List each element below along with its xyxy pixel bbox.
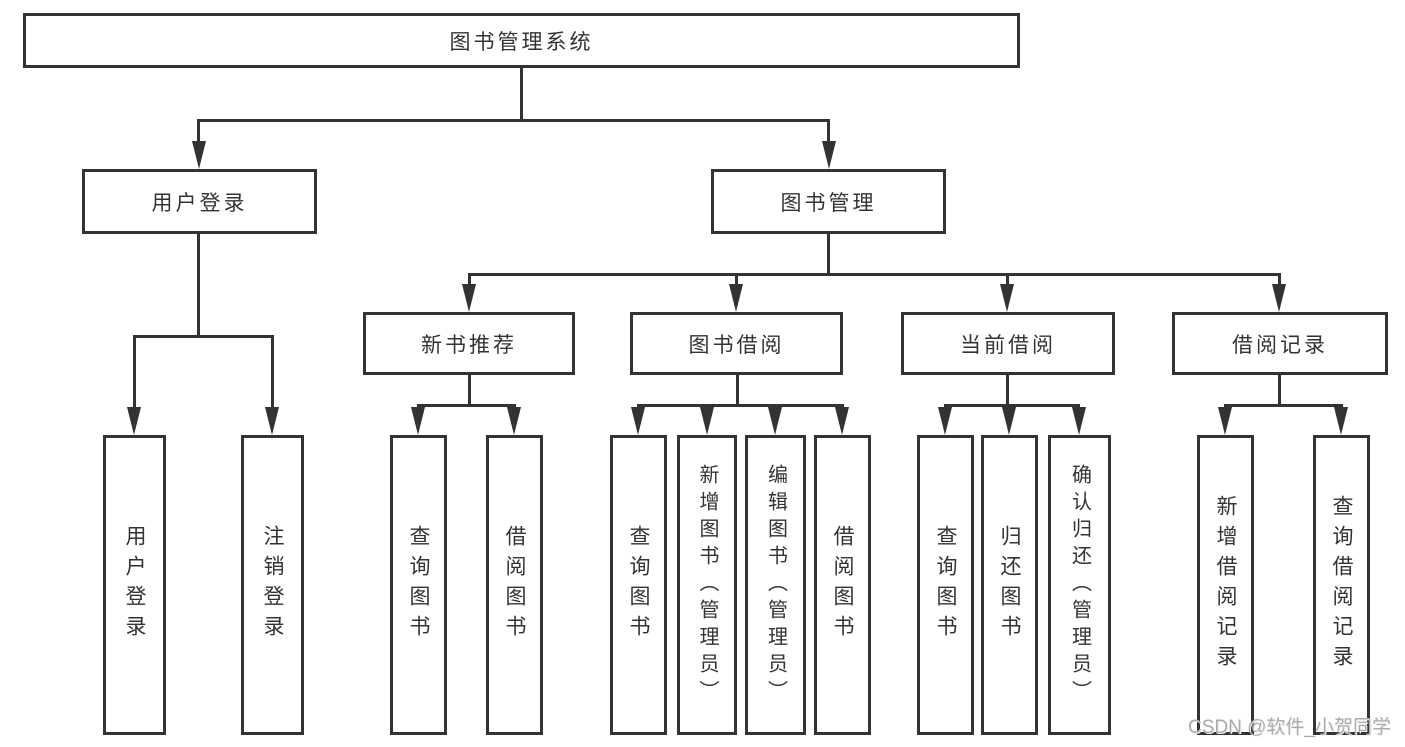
connector-book-mgmt-stub bbox=[827, 234, 830, 275]
leaf-user-login-label: 用户登录 bbox=[123, 525, 146, 645]
leaf-borrow-book-recommend-label: 借阅图书 bbox=[503, 525, 526, 645]
leaf-confirm-return-admin: 确认归还（管理员） bbox=[1048, 435, 1111, 735]
leaf-query-borrow-record-label: 查询借阅记录 bbox=[1330, 495, 1353, 675]
leaf-query-book-current-label: 查询图书 bbox=[934, 525, 957, 645]
leaf-add-borrow-record: 新增借阅记录 bbox=[1197, 435, 1254, 735]
node-book-management: 图书管理 bbox=[711, 169, 946, 234]
connector-level3-rail bbox=[468, 273, 1281, 276]
leaf-query-book-recommend: 查询图书 bbox=[390, 435, 447, 735]
leaf-confirm-return-admin-label: 确认归还（管理员） bbox=[1068, 463, 1091, 707]
leaf-edit-book-admin-label: 编辑图书（管理员） bbox=[764, 463, 787, 707]
arrow-down-icon bbox=[631, 407, 645, 435]
leaf-query-book-recommend-label: 查询图书 bbox=[407, 525, 430, 645]
connector-group-a-drop-2 bbox=[271, 335, 274, 407]
connector-group-d-rail bbox=[944, 404, 1080, 407]
arrow-down-icon bbox=[700, 407, 714, 435]
leaf-query-book-borrow: 查询图书 bbox=[610, 435, 667, 735]
arrow-down-icon bbox=[1002, 407, 1016, 435]
node-library-system: 图书管理系统 bbox=[23, 13, 1020, 68]
node-borrowing-records-label: 借阅记录 bbox=[1232, 333, 1328, 357]
node-book-management-label: 图书管理 bbox=[780, 191, 877, 215]
arrow-down-icon bbox=[192, 141, 206, 169]
arrow-down-icon bbox=[835, 407, 849, 435]
leaf-return-book: 归还图书 bbox=[981, 435, 1038, 735]
leaf-borrow-book-label: 借阅图书 bbox=[831, 525, 854, 645]
arrow-down-icon bbox=[1272, 284, 1286, 312]
node-current-borrowing-label: 当前借阅 bbox=[960, 333, 1056, 357]
arrow-down-icon bbox=[265, 407, 279, 435]
node-library-system-label: 图书管理系统 bbox=[449, 30, 594, 54]
arrow-down-icon bbox=[1000, 284, 1014, 312]
node-current-borrowing: 当前借阅 bbox=[901, 312, 1115, 375]
connector-book-mgmt-drop bbox=[827, 119, 830, 143]
connector-group-b-stub bbox=[468, 375, 471, 407]
leaf-borrow-book: 借阅图书 bbox=[814, 435, 871, 735]
arrow-down-icon bbox=[411, 407, 425, 435]
connector-user-login-drop bbox=[197, 119, 200, 143]
connector-group-c-stub bbox=[736, 375, 739, 407]
connector-level3-drop-2 bbox=[735, 273, 738, 286]
arrow-down-icon bbox=[1334, 407, 1348, 435]
node-book-borrowing-label: 图书借阅 bbox=[688, 333, 785, 357]
node-new-book-recommendation-label: 新书推荐 bbox=[421, 333, 517, 357]
arrow-down-icon bbox=[729, 284, 743, 312]
arrow-down-icon bbox=[507, 407, 521, 435]
connector-root-stub bbox=[520, 68, 523, 120]
node-borrowing-records: 借阅记录 bbox=[1172, 312, 1388, 375]
arrow-down-icon bbox=[768, 407, 782, 435]
connector-group-d-stub bbox=[1006, 375, 1009, 407]
leaf-query-book-current: 查询图书 bbox=[917, 435, 974, 735]
connector-group-e-stub bbox=[1278, 375, 1281, 407]
node-book-borrowing: 图书借阅 bbox=[630, 312, 843, 375]
arrow-down-icon bbox=[822, 141, 836, 169]
connector-group-b-rail bbox=[417, 404, 516, 407]
arrow-down-icon bbox=[938, 407, 952, 435]
connector-level3-drop-1 bbox=[468, 273, 471, 286]
leaf-return-book-label: 归还图书 bbox=[998, 525, 1021, 645]
leaf-query-borrow-record: 查询借阅记录 bbox=[1313, 435, 1370, 735]
arrow-down-icon bbox=[127, 407, 141, 435]
connector-level3-drop-3 bbox=[1006, 273, 1009, 286]
csdn-watermark: CSDN @软件_小贺同学 bbox=[1188, 717, 1391, 738]
leaf-logout: 注销登录 bbox=[241, 435, 304, 735]
arrow-down-icon bbox=[1072, 407, 1086, 435]
leaf-borrow-book-recommend: 借阅图书 bbox=[486, 435, 543, 735]
leaf-add-book-admin: 新增图书（管理员） bbox=[677, 435, 737, 735]
connector-group-c-rail bbox=[637, 404, 844, 407]
leaf-add-borrow-record-label: 新增借阅记录 bbox=[1214, 495, 1237, 675]
node-user-login-label: 用户登录 bbox=[151, 191, 248, 215]
arrow-down-icon bbox=[462, 284, 476, 312]
connector-user-login-stub bbox=[197, 234, 200, 338]
leaf-user-login: 用户登录 bbox=[103, 435, 166, 735]
leaf-logout-label: 注销登录 bbox=[261, 525, 284, 645]
connector-group-e-rail bbox=[1224, 404, 1343, 407]
leaf-query-book-borrow-label: 查询图书 bbox=[627, 525, 650, 645]
leaf-edit-book-admin: 编辑图书（管理员） bbox=[745, 435, 806, 735]
connector-group-a-drop-1 bbox=[133, 335, 136, 407]
connector-level3-drop-4 bbox=[1278, 273, 1281, 286]
node-user-login: 用户登录 bbox=[82, 169, 317, 234]
leaf-add-book-admin-label: 新增图书（管理员） bbox=[696, 463, 718, 707]
arrow-down-icon bbox=[1218, 407, 1232, 435]
node-new-book-recommendation: 新书推荐 bbox=[363, 312, 575, 375]
connector-level2-rail bbox=[197, 119, 830, 122]
connector-group-a-rail bbox=[133, 335, 274, 338]
